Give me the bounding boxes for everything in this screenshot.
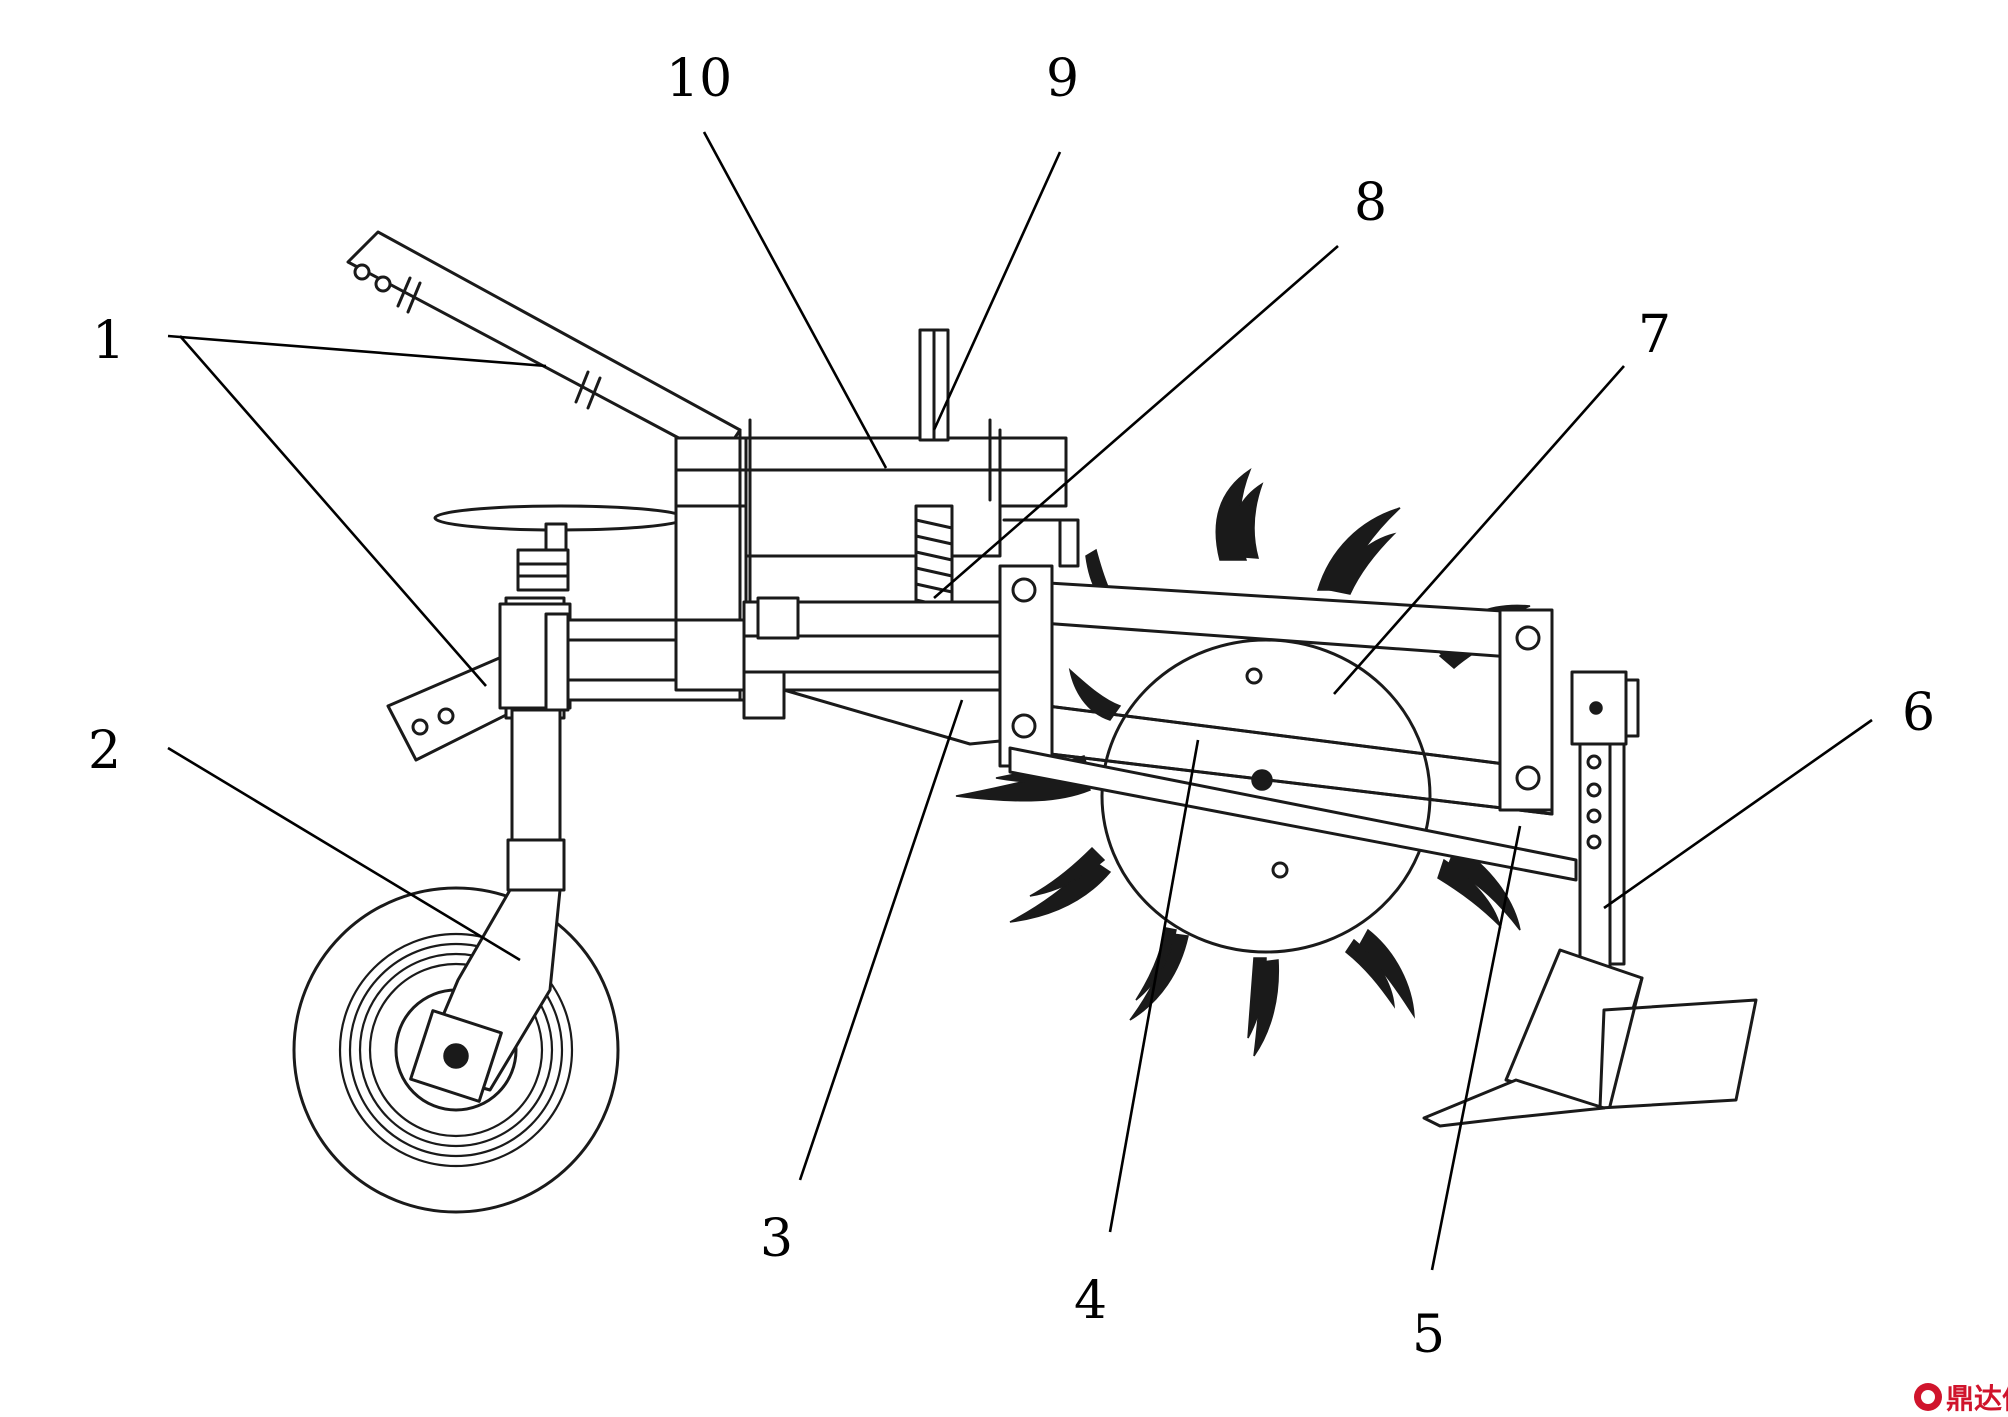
- leader-9: [932, 151, 1062, 431]
- leader-3: [798, 699, 964, 1181]
- callout-4: 4: [1074, 1271, 1107, 1331]
- diagonal-support: [1008, 746, 1578, 882]
- gearbox-housing: [674, 328, 1068, 702]
- callout-5: 5: [1412, 1305, 1445, 1365]
- leader-6: [1603, 718, 1873, 910]
- rotor-side-frame: [998, 518, 1554, 816]
- leader-lines: [167, 131, 1873, 1271]
- leader-8: [933, 245, 1339, 599]
- callout-8: 8: [1354, 173, 1387, 233]
- depth-wheel-assembly: [292, 504, 687, 1214]
- hitch-arm-upper: [346, 230, 742, 462]
- watermark-text: 鼎达信: [1946, 1382, 2008, 1415]
- leader-4: [1108, 739, 1200, 1233]
- callout-7: 7: [1638, 305, 1671, 365]
- callout-labels: 1 2 3 4 5 6 7 8 9 10: [88, 49, 1935, 1365]
- callout-3: 3: [760, 1209, 793, 1269]
- callout-10: 10: [666, 49, 732, 109]
- callout-1: 1: [92, 311, 125, 371]
- leader-1a: [167, 334, 547, 368]
- leader-7: [1333, 365, 1625, 695]
- ditching-shovel: [1422, 670, 1758, 1128]
- watermark: 鼎达信: [1914, 1382, 2008, 1415]
- leader-10: [702, 131, 888, 469]
- leader-5: [1430, 825, 1522, 1271]
- callout-9: 9: [1046, 49, 1079, 109]
- callout-2: 2: [88, 721, 121, 781]
- leader-2: [167, 746, 521, 962]
- callout-6: 6: [1902, 683, 1935, 743]
- lower-beam: [742, 596, 1012, 746]
- leader-1b: [179, 335, 487, 687]
